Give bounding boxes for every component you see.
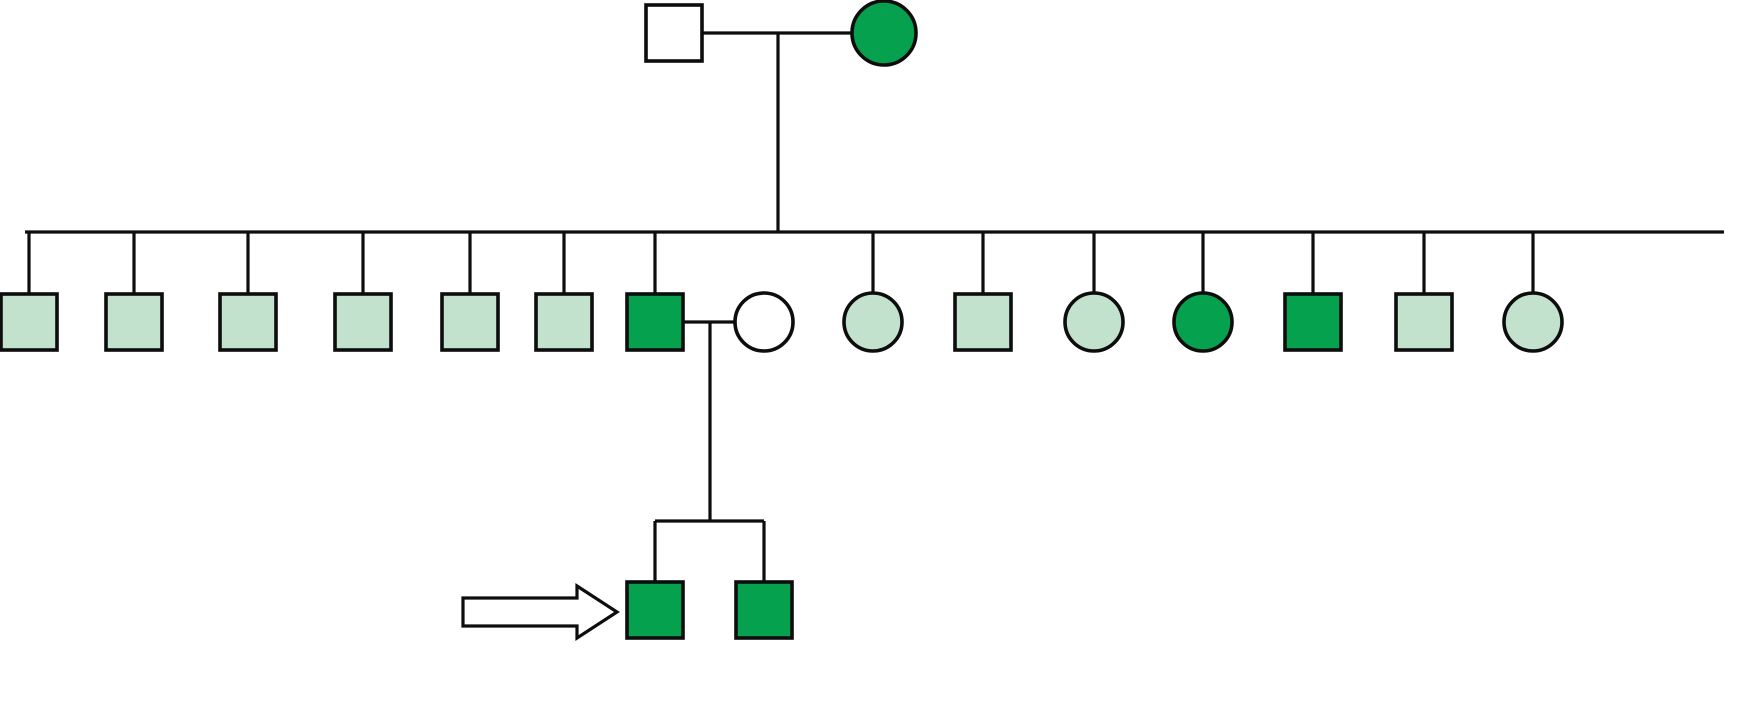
pedigree-symbol-male-carrier-ii-10 (953, 292, 1013, 352)
pedigree-symbol-male-unaffected-i-1 (644, 3, 704, 63)
generation-1-group (644, 0, 918, 232)
pedigree-symbol-male-affected-ii-7 (625, 292, 685, 352)
pedigree-symbol-male-carrier-ii-6 (534, 292, 594, 352)
pedigree-symbol-male-carrier-ii-1 (0, 292, 59, 352)
pedigree-symbol-female-unaffected-ii-8 (733, 291, 795, 353)
generation-2-members (0, 291, 1564, 353)
sibship-drop-lines-gen3 (653, 521, 766, 582)
generation-3-group (625, 519, 794, 640)
pedigree-symbol-male-affected-ii-13 (1283, 292, 1343, 352)
sibship-drop-lines-gen2 (27, 232, 1535, 294)
pedigree-symbol-female-affected-i-2 (850, 0, 918, 67)
pedigree-symbol-female-carrier-ii-15 (1502, 291, 1564, 353)
generation-3-members (625, 580, 794, 640)
pedigree-symbol-male-affected-iii-1 (625, 580, 685, 640)
proband-arrow-icon (461, 583, 620, 641)
pedigree-symbol-male-carrier-ii-5 (440, 292, 500, 352)
pedigree-symbol-male-carrier-ii-3 (218, 292, 278, 352)
pedigree-symbol-male-affected-iii-2 (734, 580, 794, 640)
pedigree-symbol-male-carrier-ii-2 (104, 292, 164, 352)
pedigree-symbol-female-carrier-ii-11 (1063, 291, 1125, 353)
pedigree-symbol-female-affected-ii-12 (1172, 291, 1234, 353)
pedigree-symbol-female-carrier-ii-9 (842, 291, 904, 353)
generation-1-members (644, 0, 918, 67)
generation-2-group (0, 230, 1724, 521)
pedigree-symbol-male-carrier-ii-14 (1394, 292, 1454, 352)
pedigree-symbol-male-carrier-ii-4 (333, 292, 393, 352)
